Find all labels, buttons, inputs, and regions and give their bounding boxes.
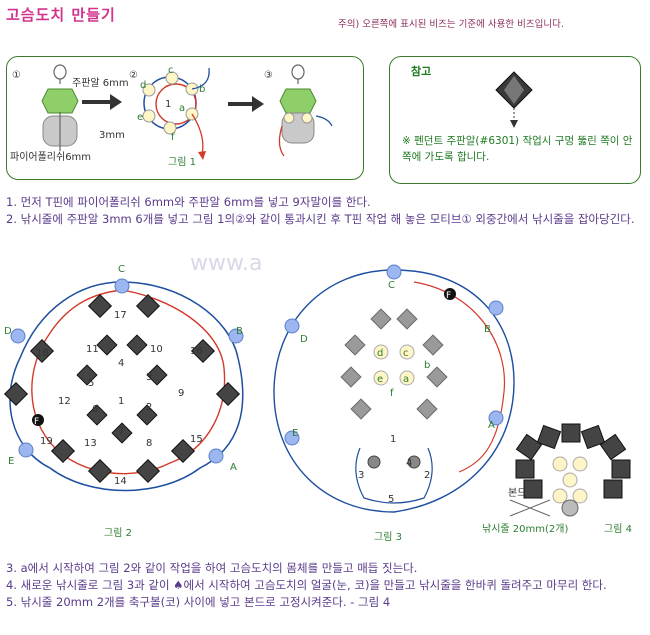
fig2-point-E: E [8, 456, 14, 467]
arrow-icon [252, 96, 264, 112]
fig2-num-5: 5 [88, 378, 94, 389]
fig3-point-D: D [300, 334, 308, 345]
pendant-label: 주판알 6mm [72, 77, 129, 89]
bicone-bead-icon [41, 88, 79, 114]
fig2-f-mark: F [34, 417, 39, 427]
step3-marker: ③ [264, 70, 273, 81]
firepolish-label: 파이어폴리쉬6mm [10, 151, 91, 163]
fig3-num-1: 1 [390, 434, 396, 445]
instruction-step-4: 4. 새로운 낚시줄로 그림 3과 같이 ♠에서 시작하여 고슴도치의 얼굴(눈… [6, 578, 607, 592]
fig1-letter-c: c [168, 65, 174, 76]
instructions-top: 1. 먼저 T핀에 파이어폴리쉬 6mm와 주판알 6mm를 넣고 9자말이를 … [6, 194, 646, 228]
fig3-num-3: 3 [358, 470, 364, 481]
bead3-label: 3mm [99, 130, 125, 141]
fig2-num-6: 6 [92, 404, 98, 415]
fig2-point-A: A [230, 462, 237, 473]
arrow-icon [110, 94, 122, 110]
fig3-letter-d: d [377, 348, 383, 359]
fig3-point-B: B [484, 324, 491, 335]
figure3-caption: 그림 3 [374, 531, 402, 543]
figure3-diagram: d c e a f b C B D E A F 1 2 3 4 5 그림 3 [273, 264, 515, 543]
fig3-letter-f: f [390, 388, 394, 399]
line-label: 낚시줄 20mm(2개) [482, 523, 568, 535]
bond-label: 본드 [508, 487, 526, 499]
fig1-letter-e: e [137, 112, 143, 123]
fig2-num-8: 8 [146, 438, 152, 449]
instruction-step-5: 5. 낚시줄 20mm 2개를 축구볼(코) 사이에 넣고 본드로 고정시켜준다… [6, 595, 391, 609]
instructions-bottom: 3. a에서 시작하여 그림 2와 같이 작업을 하여 고슴도치의 몸체를 만들… [6, 560, 646, 611]
fig3-num-5: 5 [388, 494, 394, 505]
figure2-diagram: www.artbeads.co.kr C B D E A 1 2 3 4 5 6… [3, 258, 262, 539]
figure4-diagram: 본드 낚시줄 20mm(2개) 그림 4 [482, 423, 632, 535]
soccer-ball-bead-icon [561, 499, 579, 517]
fig3-point-C: C [388, 280, 395, 291]
figure1-caption: 그림 1 [168, 156, 196, 168]
fig1-letter-f: f [171, 132, 175, 143]
fig2-num-9: 9 [178, 388, 184, 399]
fig3-num-4: 4 [406, 458, 412, 469]
fig2-num-18: 18 [36, 348, 49, 359]
fig2-point-D: D [4, 326, 12, 337]
fig2-num-13: 13 [84, 438, 97, 449]
fig2-num-1: 1 [118, 396, 124, 407]
reference-text: ※ 펜던트 주판알(#6301) 작업시 구멍 뚫린 쪽이 안쪽에 가도록 합니… [402, 135, 633, 163]
fig2-num-12: 12 [58, 396, 71, 407]
figure4-caption: 그림 4 [604, 523, 632, 535]
fig2-num-17: 17 [114, 310, 127, 321]
figure1-box [6, 56, 364, 180]
fig2-num-16: 16 [190, 346, 203, 357]
instruction-step-3: 3. a에서 시작하여 그림 2와 같이 작업을 하여 고슴도치의 몸체를 만들… [6, 561, 418, 575]
fig2-num-3: 3 [146, 372, 152, 383]
fig1-letter-b: b [199, 84, 205, 95]
reference-box [389, 56, 641, 184]
fig2-num-2: 2 [146, 402, 152, 413]
bicone-bead-icon [279, 88, 317, 114]
loop-icon [53, 64, 67, 80]
fig3-point-E: E [292, 428, 298, 439]
fig3-point-A: A [488, 420, 495, 431]
fig2-point-B: B [236, 326, 243, 337]
page-title: 고슴도치 만들기 [6, 6, 116, 24]
figure1-diagram: ① 주판알 6mm 파이어폴리쉬6mm ② a b c d e f 1 3mm … [10, 64, 333, 168]
fig3-letter-b: b [424, 360, 430, 371]
step2-marker: ② [129, 70, 138, 81]
figure2-caption: 그림 2 [104, 527, 132, 539]
fig2-num-11: 11 [86, 344, 99, 355]
fig3-letter-a: a [403, 374, 409, 385]
pendant-bead-icon [495, 71, 533, 128]
instruction-step-2: 2. 낚시줄에 주판알 3mm 6개를 넣고 그림 1의②와 같이 통과시킨 후… [6, 212, 635, 226]
fig2-num-19: 19 [40, 436, 53, 447]
fig2-num-4: 4 [118, 358, 124, 369]
fig2-num-15: 15 [190, 434, 203, 445]
fig2-point-C: C [118, 264, 125, 275]
fig3-num-2: 2 [424, 470, 430, 481]
note-text: 주의) 오른쪽에 표시된 비즈는 기준에 사용한 비즈입니다. [338, 19, 564, 30]
fig2-num-10: 10 [150, 344, 163, 355]
fig2-num-7: 7 [118, 426, 124, 437]
reference-label: 참고 [411, 65, 432, 78]
fig1-letter-d: d [140, 80, 146, 91]
watermark: www.artbeads.co.kr [190, 258, 262, 276]
fig1-letter-a: a [179, 103, 185, 114]
instruction-step-1: 1. 먼저 T핀에 파이어폴리쉬 6mm와 주판알 6mm를 넣고 9자말이를 … [6, 195, 371, 209]
step1-marker: ① [12, 70, 21, 81]
fig3-letter-e: e [377, 374, 383, 385]
fig1-center-number: 1 [165, 99, 171, 110]
fig2-num-14: 14 [114, 476, 127, 487]
loop-icon [291, 64, 305, 80]
fig3-letter-c: c [403, 348, 409, 359]
fig3-f-mark: F [446, 291, 451, 301]
